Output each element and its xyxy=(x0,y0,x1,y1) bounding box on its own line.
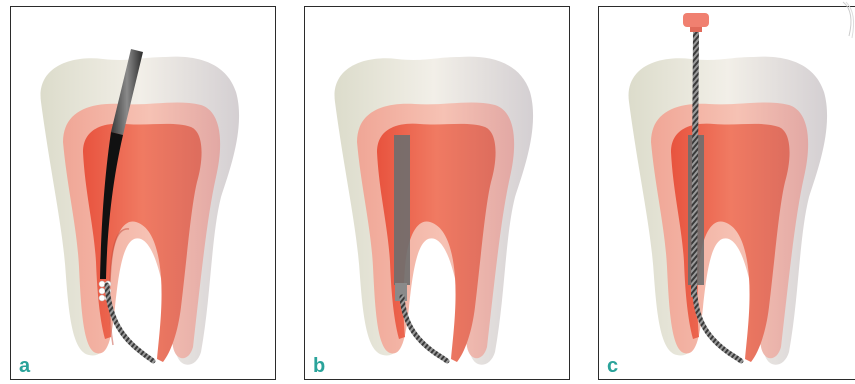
tooth-illustration-b xyxy=(305,7,568,378)
panel-a: a xyxy=(10,6,276,380)
gray-cone-b xyxy=(394,135,410,285)
tooth-illustration-c xyxy=(599,7,855,378)
corner-decoration-icon xyxy=(841,0,855,40)
panel-label-a: a xyxy=(19,355,30,377)
panel-label-c: c xyxy=(607,355,618,377)
tooth-c xyxy=(629,57,828,365)
tooth-a xyxy=(41,57,240,365)
plugger-handle-c xyxy=(683,13,709,27)
pellet-5 xyxy=(99,295,105,301)
panel-c: c xyxy=(598,6,855,380)
panel-label-b: b xyxy=(313,355,325,377)
tooth-b xyxy=(335,57,534,365)
panel-b: b xyxy=(304,6,570,380)
plugger-collar-c xyxy=(690,27,702,32)
pellet-3 xyxy=(99,288,105,294)
pellet-1 xyxy=(99,281,105,287)
tooth-illustration-a xyxy=(11,7,274,378)
